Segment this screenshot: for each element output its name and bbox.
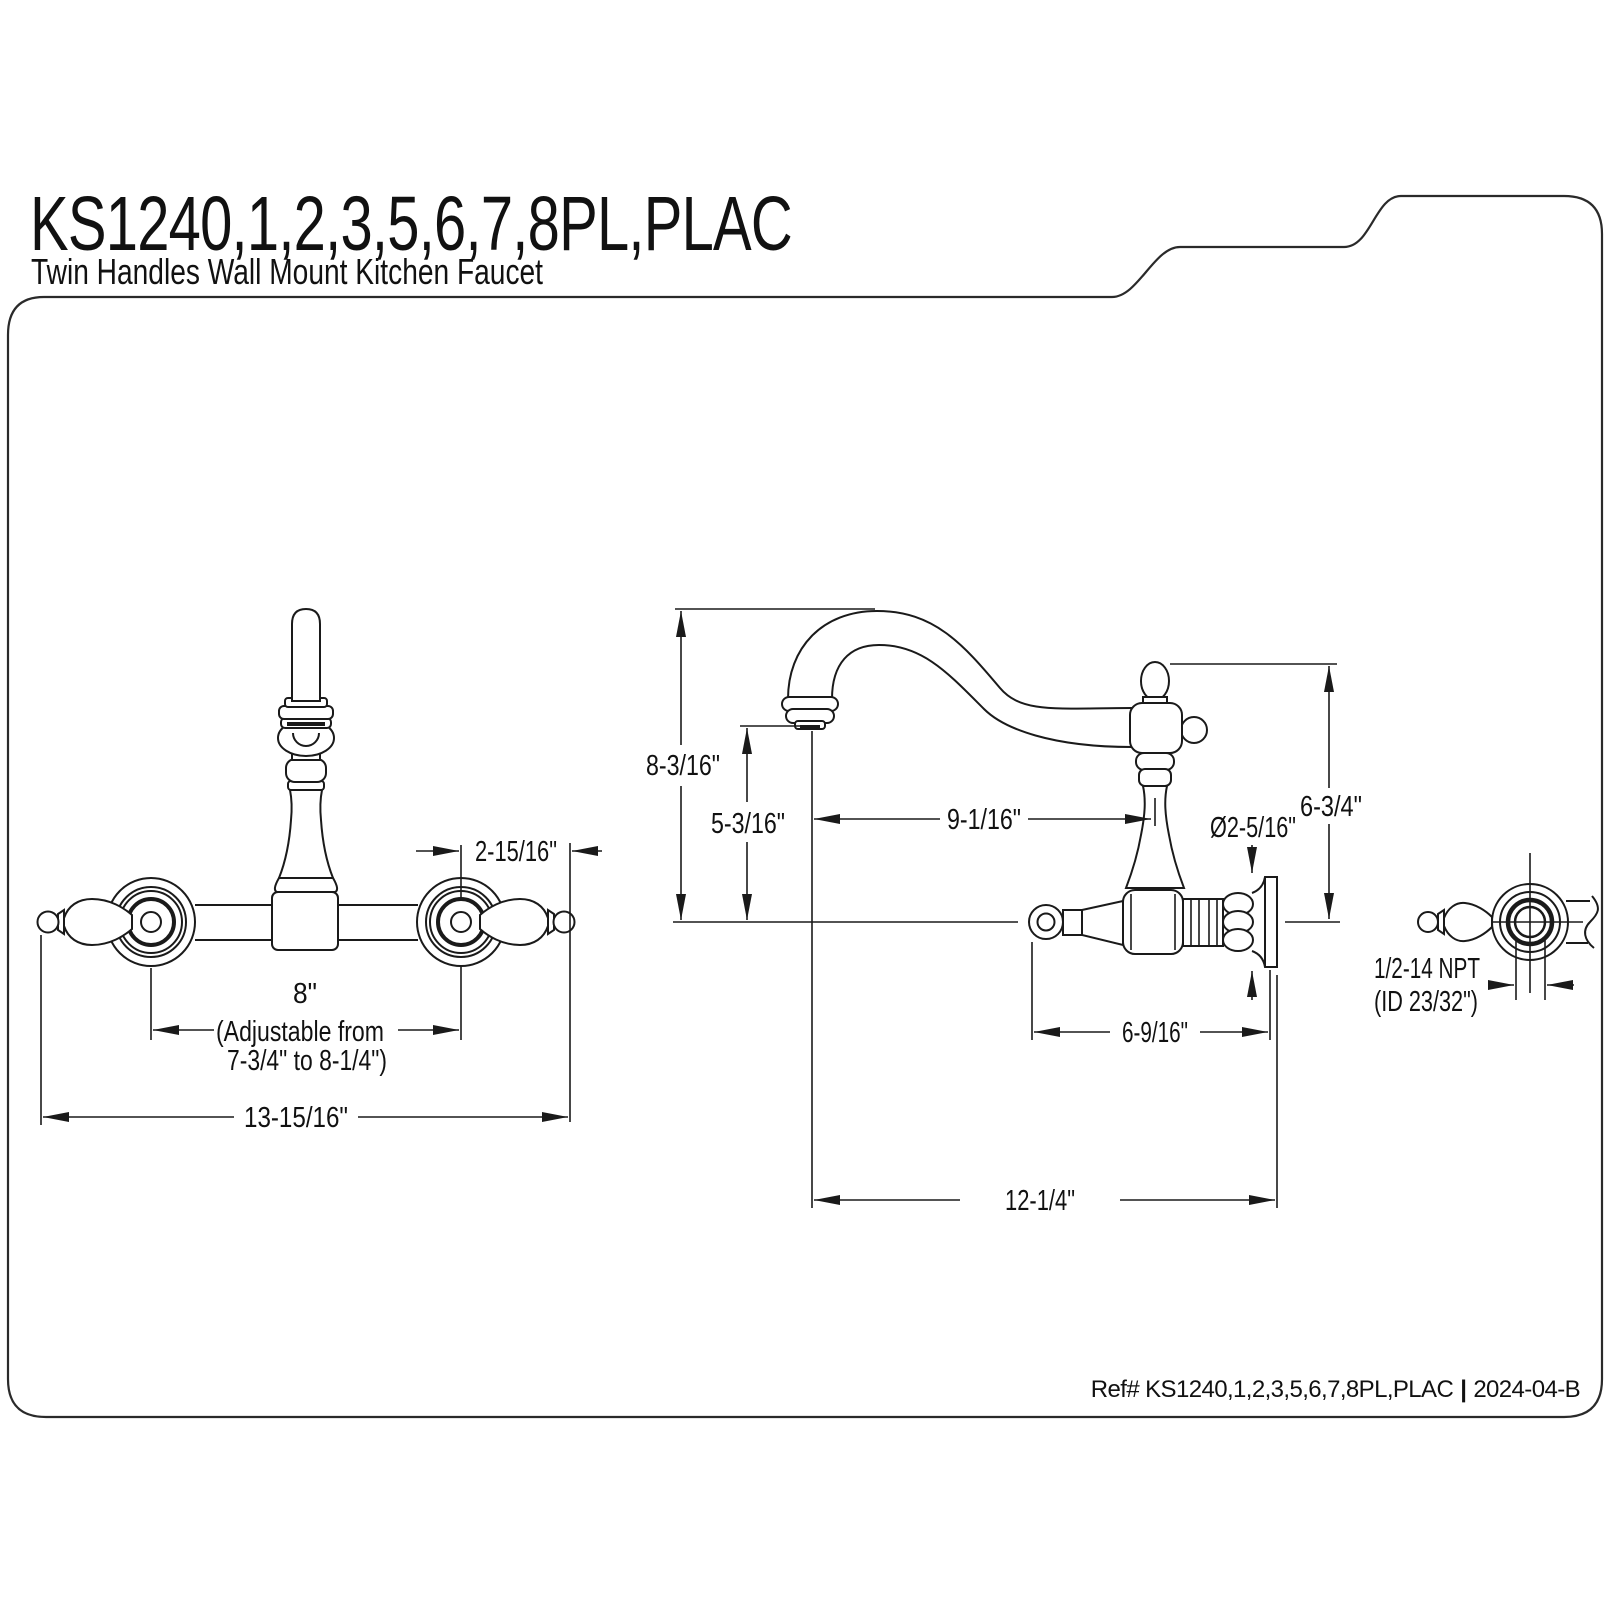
top-handle-finial	[1140, 661, 1170, 701]
port-lever-handle	[1417, 901, 1493, 943]
port-thread-ring	[1505, 897, 1555, 947]
dim-spacing-note-1: (Adjustable from	[216, 1016, 384, 1048]
footer-separator: |	[1460, 1376, 1466, 1403]
spout-tube-outer	[787, 609, 1133, 710]
page-subtitle: Twin Handles Wall Mount Kitchen Faucet	[31, 251, 543, 292]
right-handle-grip	[479, 897, 549, 947]
column-shaft	[277, 789, 335, 879]
ext-line	[460, 843, 571, 1122]
ext-line	[1515, 940, 1546, 1000]
dim-escutcheon-diameter: Ø2-5/16"	[1210, 812, 1296, 844]
bead-ring-bottom	[1222, 928, 1254, 952]
valve-cone	[1081, 899, 1124, 947]
right-escutcheon-hub	[436, 897, 486, 947]
right-lever-handle	[479, 897, 576, 947]
column-ring-side	[1138, 768, 1172, 787]
valve-body-lines	[1130, 894, 1176, 950]
front-view-dimensions: 2-15/16" 8" (Adjustable from 7-3/4" to 8…	[40, 836, 602, 1134]
right-handle-ball	[552, 910, 576, 934]
dim-spout-reach: 9-1/16"	[947, 804, 1021, 836]
side-view-drawing	[673, 609, 1340, 968]
dim-overall-projection: 12-1/4"	[1005, 1185, 1075, 1217]
wall-flange	[1251, 876, 1278, 968]
dim-spout-apex-height: 8-3/16"	[646, 750, 720, 782]
dim-spacing-note-2: 7-3/4" to 8-1/4")	[227, 1045, 387, 1077]
swivel-block	[1129, 702, 1183, 754]
left-escutcheon-hub	[126, 897, 176, 947]
side-handle-disc	[1028, 904, 1064, 940]
column-skirt	[273, 877, 339, 893]
coupling-nut-facets	[1190, 899, 1218, 946]
supply-tube	[195, 904, 418, 941]
footer-ref-label: Ref# KS1240,1,2,3,5,6,7,8PL,PLAC	[1091, 1376, 1454, 1403]
dim-handle-height: 6-3/4"	[1300, 791, 1362, 823]
left-escutcheon-center	[140, 911, 162, 933]
front-view-drawing	[36, 607, 576, 967]
port-handle-ball	[1417, 911, 1439, 933]
dim-valve-projection: 6-9/16"	[1122, 1017, 1188, 1049]
footer-reference: Ref# KS1240,1,2,3,5,6,7,8PL,PLAC| 2024-04…	[1091, 1376, 1580, 1403]
sheet-border	[6, 194, 1604, 1419]
header: KS1240,1,2,3,5,6,7,8PL,PLAC Twin Handles…	[30, 181, 793, 292]
centerlines	[1477, 853, 1583, 993]
dim-handle-to-center: 2-15/16"	[475, 836, 557, 868]
side-view-dimensions: 8-3/16" 5-3/16" 9-1/16" Ø2-5/16" 6-3/4" …	[646, 608, 1362, 1217]
label-inner-diameter: (ID 23/32")	[1374, 986, 1478, 1018]
valve-stem	[1062, 909, 1083, 936]
dim-center-spacing: 8"	[293, 978, 317, 1010]
column-bulge	[285, 758, 327, 783]
side-knob	[1180, 716, 1208, 744]
side-handle-disc-center	[1036, 912, 1056, 932]
ext-line	[811, 731, 1278, 1208]
dim-overall-width: 13-15/16"	[244, 1102, 348, 1134]
left-lever-handle	[36, 897, 133, 947]
column-bulge-side	[1135, 752, 1175, 771]
left-handle-grip	[63, 897, 133, 947]
port-bore	[1513, 905, 1547, 939]
valve-body	[1122, 889, 1184, 955]
port-escutcheon-ring	[1499, 891, 1561, 953]
label-thread-spec: 1/2-14 NPT	[1374, 953, 1480, 985]
pipe-break-line	[1566, 895, 1599, 949]
dim-spout-outlet-height: 5-3/16"	[711, 808, 785, 840]
center-body-block	[271, 891, 339, 951]
spout-tube-inner	[831, 643, 1133, 748]
right-escutcheon-center	[450, 911, 472, 933]
ext-line	[150, 965, 462, 1040]
page-title: KS1240,1,2,3,5,6,7,8PL,PLAC	[30, 181, 792, 267]
spout-pipe	[291, 607, 321, 702]
connection-view-drawing: 1/2-14 NPT (ID 23/32")	[1374, 853, 1599, 1018]
ext-line	[1031, 942, 1271, 1040]
left-handle-ball	[36, 910, 60, 934]
footer-revision: 2024-04-B	[1473, 1376, 1580, 1403]
swivel-ball-inner-arc	[292, 732, 320, 747]
port-handle-grip	[1443, 901, 1493, 943]
